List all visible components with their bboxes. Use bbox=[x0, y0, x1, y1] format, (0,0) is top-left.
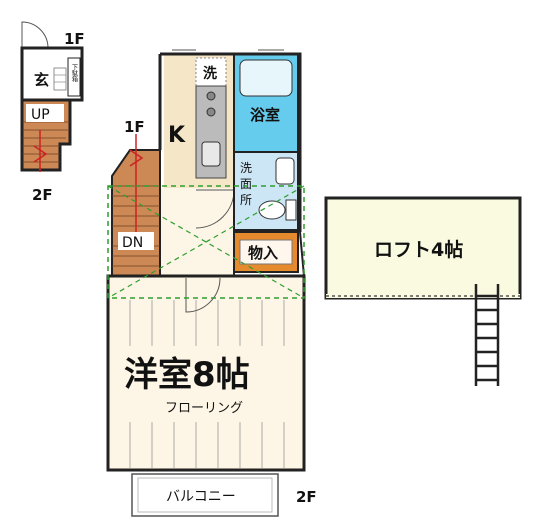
hallway bbox=[160, 188, 234, 276]
stove-burner-1 bbox=[206, 91, 216, 101]
outer-wall bbox=[158, 52, 302, 232]
laundry-space bbox=[195, 57, 227, 87]
floor-label-plan: 2F bbox=[296, 488, 317, 506]
stairs-down-label: DN bbox=[122, 235, 143, 251]
wash-basin bbox=[275, 157, 295, 185]
loft-outline bbox=[107, 185, 305, 299]
stairs-up-label: UP bbox=[31, 107, 50, 123]
toilet-tank bbox=[285, 199, 297, 221]
shoe-box bbox=[67, 57, 81, 97]
kitchen-sink bbox=[201, 141, 221, 167]
balcony-label: バルコニー bbox=[166, 489, 236, 505]
bathroom-label: 浴室 bbox=[250, 106, 280, 124]
room-door-swing bbox=[185, 277, 221, 313]
room-floor-type: フローリング bbox=[165, 401, 243, 416]
entrance-tile bbox=[53, 67, 67, 91]
washroom-label-2: 面 bbox=[240, 177, 252, 191]
kitchen-label: K bbox=[168, 123, 186, 148]
stove-burner-2 bbox=[206, 107, 216, 117]
floor-label-1f-top: 1F bbox=[64, 30, 85, 48]
washroom-label-1: 洗 bbox=[240, 161, 252, 175]
toilet bbox=[258, 200, 286, 220]
storage-label-box bbox=[239, 239, 293, 265]
bathtub bbox=[239, 59, 293, 97]
laundry-label: 洗 bbox=[203, 65, 217, 82]
loft-room bbox=[324, 196, 522, 300]
entrance-label: 玄 bbox=[34, 71, 49, 89]
stairs-arrow-zigzag-2f bbox=[129, 149, 144, 167]
storage-label: 物入 bbox=[248, 244, 278, 262]
loft-cross-2 bbox=[107, 185, 305, 299]
floor-label-1f-mid: 1F bbox=[124, 118, 145, 136]
stairs-arrow-zigzag-1f bbox=[33, 145, 48, 163]
side-wall bbox=[299, 231, 305, 277]
washroom-label-3: 所 bbox=[240, 193, 252, 207]
loft-ladder bbox=[474, 284, 500, 386]
room-title: 洋室8帖 bbox=[124, 355, 250, 395]
loft-label: ロフト4帖 bbox=[374, 238, 463, 261]
room-title-backdrop bbox=[120, 346, 290, 422]
floor-label-2f-bottom: 2F bbox=[32, 186, 53, 204]
entrance-door-swing bbox=[21, 21, 49, 49]
stairs-up-label-box bbox=[26, 104, 64, 122]
entrance-floor-1f: 下駄箱 玄 UP 1F 2F bbox=[20, 21, 85, 204]
balcony-inner bbox=[137, 477, 273, 513]
shoe-box-label: 下駄箱 bbox=[71, 64, 78, 83]
stairs-down-label-box bbox=[118, 232, 154, 250]
